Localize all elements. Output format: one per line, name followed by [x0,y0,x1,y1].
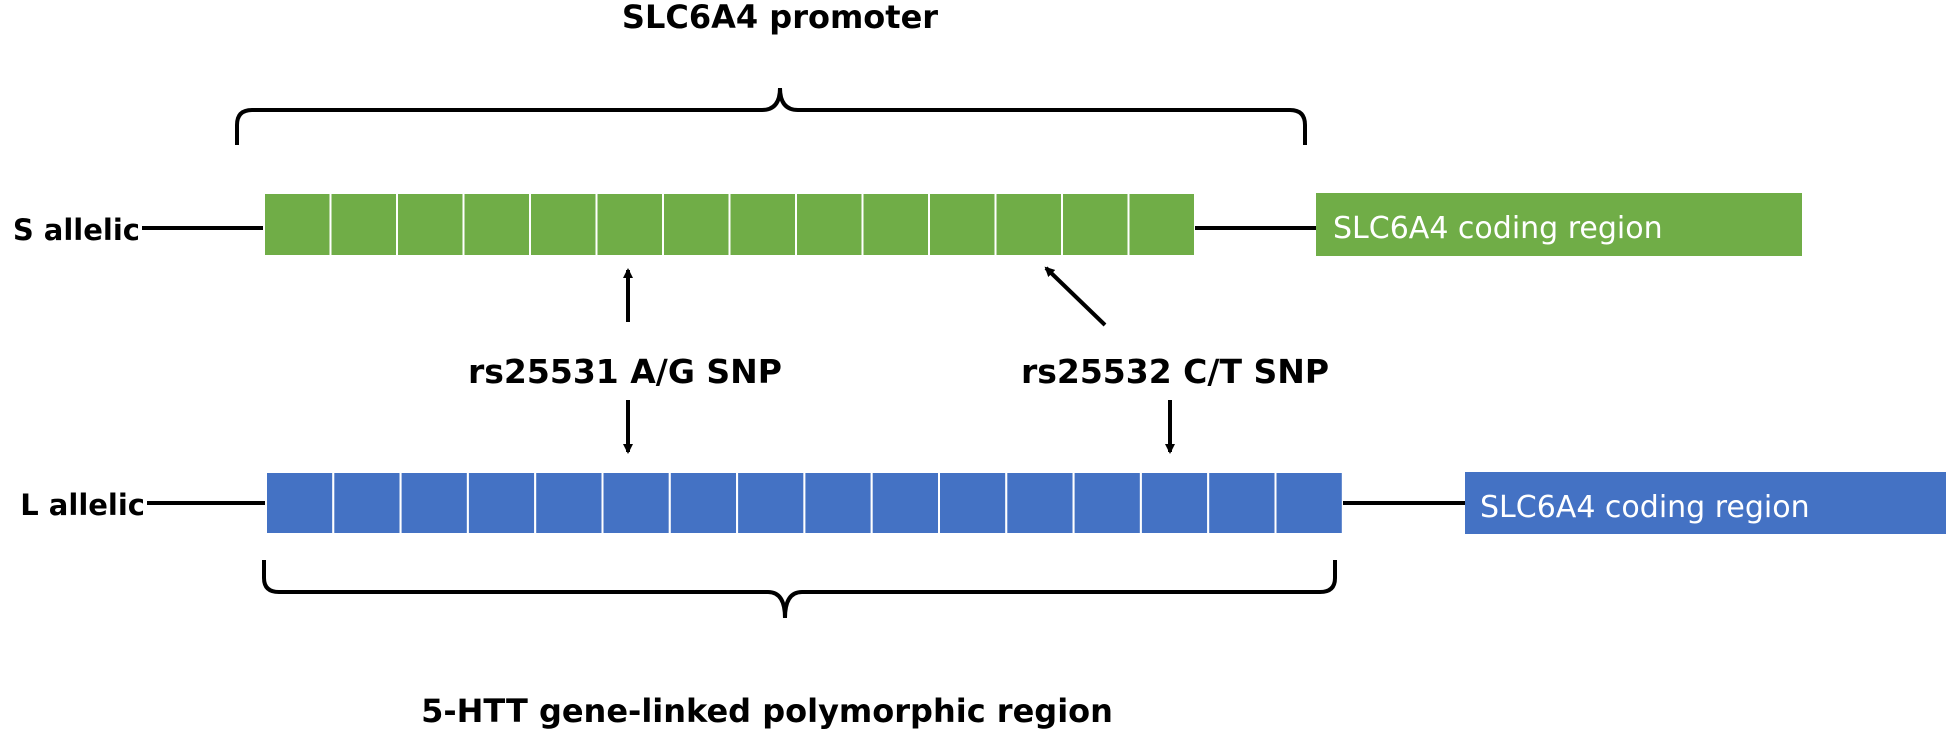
s-allele-repeats [263,192,1196,257]
l-allele-repeat-unit [803,471,873,535]
s-allele-repeat-unit [462,192,531,257]
polymorphic-region-title: 5-HTT gene-linked polymorphic region [421,692,1113,730]
s-allele-repeat-unit [329,192,398,257]
l-allele-label: L allelic [20,488,145,522]
s-allele-repeat-unit [263,192,332,257]
l-allele-repeat-unit [601,471,671,535]
l-allele-repeat-unit [332,471,402,535]
s-allele-repeat-unit [662,192,731,257]
s-allele-row: S allelic SLC6A4 coding region [13,192,1802,257]
polymorphic-region-brace [262,560,1337,619]
l-allele-repeat-unit [534,471,604,535]
promoter-brace [235,87,1307,145]
snp2-label: rs25532 C/T SNP [1021,352,1329,391]
l-allele-repeats [265,471,1344,535]
s-allele-label: S allelic [13,213,140,247]
l-allele-repeat-unit [265,471,335,535]
s-coding-region-box [1316,193,1802,256]
l-allele-repeat-unit [870,471,941,535]
s-allele-repeat-unit [529,192,598,257]
promoter-title: SLC6A4 promoter [622,0,938,36]
l-allele-repeat-unit [1072,471,1142,535]
s-allele-repeat-unit [928,192,997,257]
s-allele-repeat-unit [396,192,465,257]
l-allele-repeat-unit [1005,471,1075,535]
s-allele-repeat-unit [994,192,1063,257]
l-allele-repeat-unit [1274,471,1344,535]
l-allele-row: L allelic SLC6A4 coding region [20,471,1946,535]
l-allele-repeat-unit [1207,471,1277,535]
s-allele-repeat-unit [1127,192,1196,257]
s-allele-repeat-unit [728,192,797,257]
l-allele-repeat-unit [399,471,469,535]
s-allele-repeat-unit [795,192,864,257]
l-allele-repeat-unit [938,471,1008,535]
s-coding-region-label: SLC6A4 coding region [1333,211,1663,246]
l-allele-repeat-unit [668,471,739,535]
snp2-diagonal-arrow [1044,266,1107,327]
l-allele-repeat-unit [736,471,806,535]
l-allele-repeat-unit [466,471,537,535]
l-coding-region-box [1465,472,1946,534]
s-allele-repeat-unit [861,192,930,257]
s-allele-repeat-unit [1061,192,1130,257]
s-allele-repeat-unit [595,192,664,257]
snp1-label: rs25531 A/G SNP [468,352,782,391]
l-allele-repeat-unit [1139,471,1210,535]
l-coding-region-label: SLC6A4 coding region [1480,490,1810,525]
